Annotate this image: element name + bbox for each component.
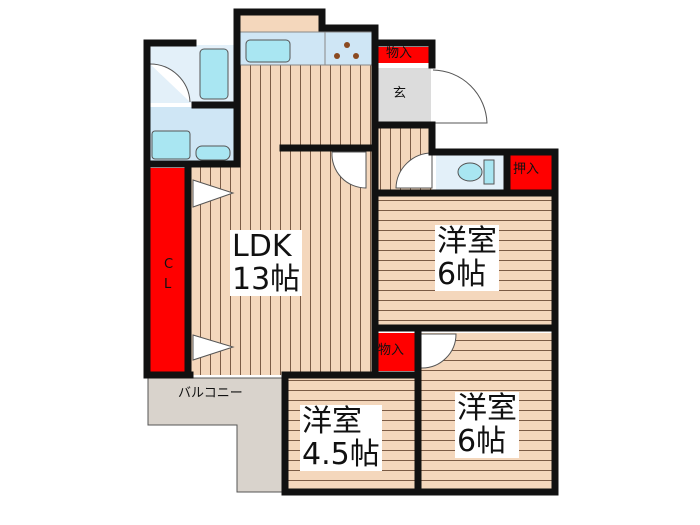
room-name: 洋室 bbox=[302, 404, 362, 439]
storage-mid bbox=[376, 333, 416, 371]
balcony-label: バルコニー bbox=[178, 386, 243, 401]
entrance bbox=[376, 68, 431, 123]
entrance-label: 玄 bbox=[393, 86, 407, 101]
stove-icon bbox=[334, 42, 359, 59]
storage-top bbox=[376, 47, 430, 63]
bathtub-icon bbox=[199, 48, 229, 100]
washing-machine-icon bbox=[151, 130, 191, 160]
closet-cl-label: C L bbox=[164, 257, 174, 292]
room-size: 6帖 bbox=[437, 257, 487, 292]
room-name: 洋室 bbox=[457, 391, 517, 426]
oshiire-label: 押入 bbox=[513, 162, 540, 177]
room-name: 洋室 bbox=[437, 224, 497, 259]
kitchen-sink-icon bbox=[245, 39, 291, 63]
storage-mid-label: 物入 bbox=[378, 343, 405, 358]
wash-basin-icon bbox=[195, 145, 231, 161]
toilet-icon bbox=[457, 162, 483, 182]
walls bbox=[143, 8, 559, 496]
entrance-door-arc bbox=[432, 69, 488, 124]
room-size: 6帖 bbox=[457, 424, 507, 459]
room-size: 4.5帖 bbox=[302, 437, 380, 472]
top-shelf bbox=[240, 14, 322, 32]
ldk-name: LDK bbox=[232, 229, 292, 264]
closet-cl bbox=[150, 168, 188, 373]
storage-top-label: 物入 bbox=[386, 46, 413, 61]
ldk-size: 13帖 bbox=[232, 262, 301, 297]
oshiire bbox=[510, 152, 552, 190]
